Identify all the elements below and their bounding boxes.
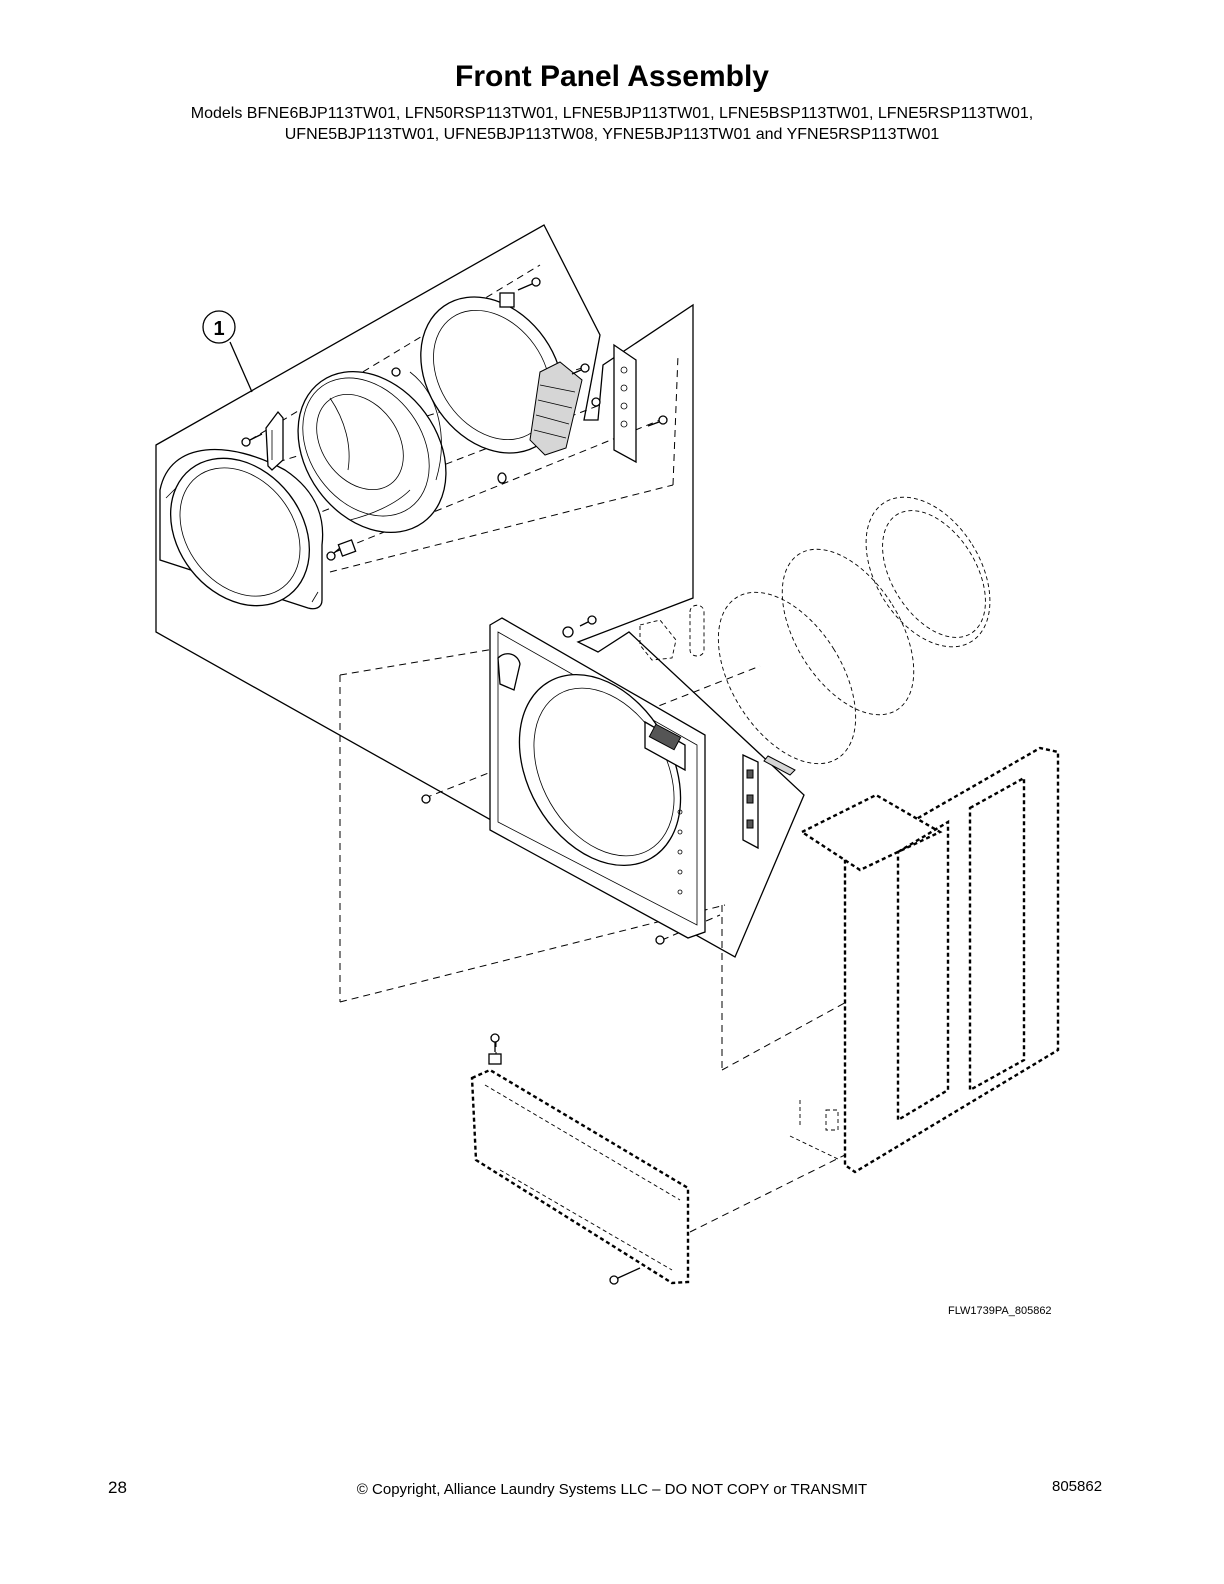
assembly-outline (155, 224, 805, 958)
document-number: 805862 (1052, 1478, 1103, 1495)
inner-door-ring (391, 277, 590, 484)
door-glass-bowl (297, 370, 447, 534)
models-line-2: UFNE5BJP113TW01, UFNE5BJP113TW08, YFNE5B… (284, 126, 940, 143)
hinge-bracket-left (241, 410, 284, 471)
door-trim-ring (159, 448, 324, 610)
front-panel-fasteners (421, 615, 665, 945)
copyright-notice: © Copyright, Alliance Laundry Systems LL… (356, 1481, 868, 1498)
models-list: Models BFNE6BJP113TW01, LFN50RSP113TW01,… (80, 103, 1144, 145)
callout-circle (202, 310, 236, 344)
callout-number: 1 (213, 318, 224, 340)
page-number: 28 (108, 1478, 127, 1497)
door-lock-reference (639, 604, 705, 661)
door-gasket-rings (717, 496, 991, 765)
door-hinge-plate (591, 343, 668, 464)
drawing-code: FLW1739PA_805862 (948, 1305, 1052, 1317)
callout-1: 1 (202, 310, 253, 393)
cabinet-reference (789, 746, 1060, 1174)
callout-leader-line (229, 341, 253, 393)
front-panel (489, 617, 706, 939)
panel-hinge-strip (742, 753, 796, 850)
latch-clip (326, 539, 357, 561)
page-title: Front Panel Assembly (455, 60, 769, 93)
kick-plate-reference (470, 1033, 690, 1285)
models-line-1: Models BFNE6BJP113TW01, LFN50RSP113TW01,… (190, 105, 1034, 122)
